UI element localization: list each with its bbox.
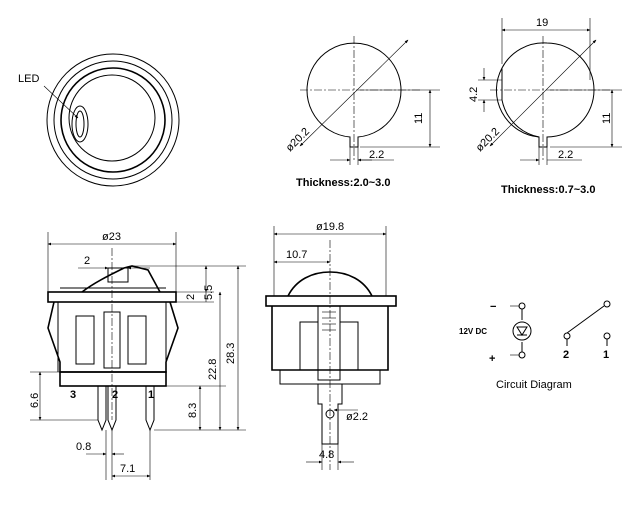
led-window <box>71 105 89 143</box>
side-overall-diameter: ø23 <box>102 231 121 243</box>
switch-lever <box>566 305 605 334</box>
side-total-height: 28.3 <box>225 343 237 364</box>
side-pin-thickness: 0.8 <box>76 441 91 453</box>
switch-front-view <box>265 226 397 470</box>
panel-b-caption: Thickness:0.7~3.0 <box>501 184 595 196</box>
side-pin-spacing: 7.1 <box>120 463 135 475</box>
switch-contact-2 <box>563 332 571 340</box>
side-rocker-offset: 2 <box>84 255 90 267</box>
side-body-height: 22.8 <box>207 359 219 380</box>
panel-a-height: 11 <box>413 113 425 124</box>
front-offset: 10.7 <box>286 249 307 261</box>
circuit-minus: − <box>490 301 496 313</box>
circuit-voltage: 12V DC <box>459 327 487 336</box>
panel-a-caption: Thickness:2.0~3.0 <box>296 177 390 189</box>
side-pin-1: 1 <box>148 389 154 401</box>
circuit-pin-2: 2 <box>563 349 569 361</box>
led-symbol <box>512 321 532 341</box>
circuit-plus: + <box>489 353 495 365</box>
side-bottom-offset: 6.6 <box>29 393 41 408</box>
panel-b-flat: 4.2 <box>468 87 480 102</box>
panel-cutout-b <box>478 18 622 165</box>
switch-top-view <box>43 53 180 187</box>
side-cap-height: 5.5 <box>203 285 215 300</box>
switch-side-view <box>30 232 246 480</box>
circuit-title: Circuit Diagram <box>496 379 572 391</box>
side-pin-3: 3 <box>70 389 76 401</box>
panel-cutout-a <box>299 36 440 165</box>
front-hole: ø2.2 <box>346 411 368 423</box>
panel-b-width: 19 <box>536 17 548 29</box>
side-pin-2: 2 <box>112 389 118 401</box>
circuit-schematic <box>510 300 611 359</box>
side-terminal-height: 8.3 <box>187 403 199 418</box>
front-diameter: ø19.8 <box>316 221 344 233</box>
panel-a-key: 2.2 <box>369 149 384 161</box>
led-leader <box>43 85 79 119</box>
side-bezel-height: 2 <box>185 294 197 300</box>
circuit-pin-1: 1 <box>603 349 609 361</box>
front-tab-width: 4.8 <box>319 449 334 461</box>
switch-contact-1 <box>603 332 611 340</box>
panel-a-diameter: ø20.2 <box>284 126 312 154</box>
panel-b-diameter: ø20.2 <box>474 126 502 154</box>
led-label: LED <box>18 73 39 85</box>
panel-b-key: 2.2 <box>558 149 573 161</box>
panel-b-height: 11 <box>601 113 613 124</box>
